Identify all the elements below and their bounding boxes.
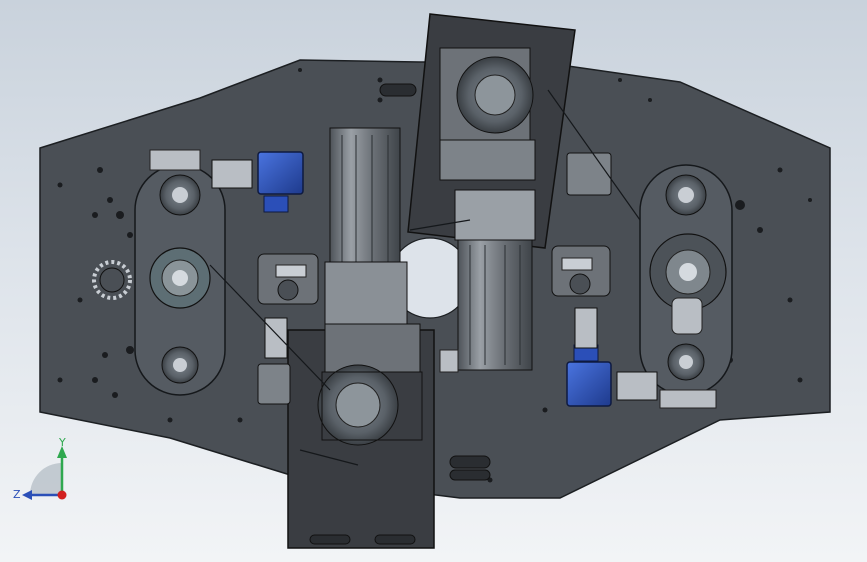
upper-gearmotor-assembly[interactable] bbox=[407, 13, 576, 373]
right-small-gearbox[interactable] bbox=[551, 245, 611, 297]
left-small-gearbox[interactable] bbox=[257, 253, 319, 305]
left-blue-coupling[interactable] bbox=[257, 151, 304, 213]
slot-holes bbox=[379, 83, 491, 481]
right-gear-housing[interactable] bbox=[639, 164, 733, 409]
left-toothed-ring bbox=[92, 260, 132, 300]
mounting-holes bbox=[57, 68, 812, 483]
belt-lines bbox=[209, 89, 641, 466]
right-blue-coupling[interactable] bbox=[566, 344, 612, 407]
upper-motor-body bbox=[457, 239, 533, 371]
origin-dot bbox=[57, 490, 67, 500]
misc-brackets bbox=[211, 152, 658, 405]
coordinate-triad: Y Z bbox=[13, 436, 67, 501]
right-clamp-bracket bbox=[671, 297, 703, 335]
z-axis-label: Z bbox=[13, 488, 21, 501]
left-gear-housing[interactable] bbox=[134, 149, 226, 396]
lower-gearmotor-assembly[interactable] bbox=[287, 127, 435, 549]
y-axis-label: Y bbox=[58, 436, 66, 449]
lower-motor-body bbox=[329, 127, 401, 269]
